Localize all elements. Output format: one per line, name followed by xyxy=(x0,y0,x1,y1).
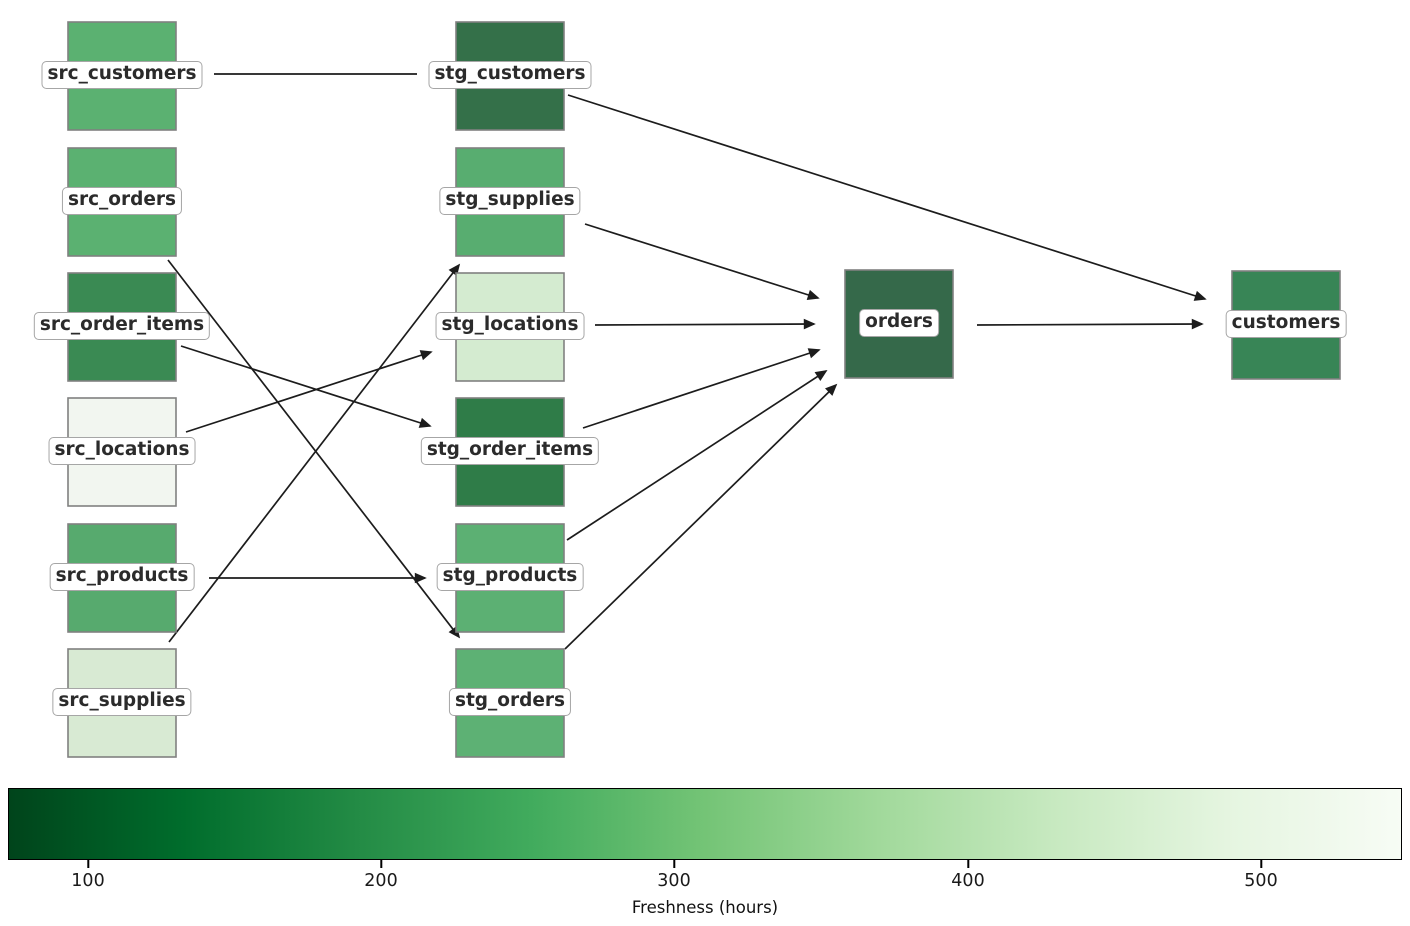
tick-label: 300 xyxy=(657,871,691,891)
node-label-stg_locations: stg_locations xyxy=(435,312,585,340)
node-label-stg_customers: stg_customers xyxy=(428,61,592,89)
node-label-orders: orders xyxy=(859,309,939,337)
tick-mark xyxy=(673,860,675,868)
tick-mark xyxy=(967,860,969,868)
node-label-src_orders: src_orders xyxy=(61,187,183,215)
colorbar-tick-200: 200 xyxy=(364,860,398,891)
edge-src_orders-to-stg_orders xyxy=(167,259,461,639)
edge-stg_products-to-orders xyxy=(566,370,828,541)
nodes-layer xyxy=(67,21,1341,758)
tick-label: 200 xyxy=(364,871,398,891)
node-label-src_order_items: src_order_items xyxy=(33,312,211,340)
edge-stg_locations-to-orders xyxy=(594,318,816,330)
tick-label: 400 xyxy=(951,871,985,891)
colorbar-tick-400: 400 xyxy=(951,860,985,891)
edge-src_order_items-to-stg_order_items xyxy=(180,345,432,428)
tick-mark xyxy=(380,860,382,868)
node-label-src_locations: src_locations xyxy=(48,437,196,465)
node-label-stg_orders: stg_orders xyxy=(448,688,572,716)
colorbar-tick-300: 300 xyxy=(657,860,691,891)
colorbar-tick-500: 500 xyxy=(1244,860,1278,891)
node-label-stg_products: stg_products xyxy=(436,563,584,591)
colorbar-gradient xyxy=(8,788,1402,860)
node-label-src_customers: src_customers xyxy=(41,61,203,89)
node-label-src_products: src_products xyxy=(49,563,195,591)
colorbar-axis-label: Freshness (hours) xyxy=(631,898,779,917)
colorbar-tick-100: 100 xyxy=(71,860,105,891)
edge-stg_customers-to-customers xyxy=(567,94,1207,301)
edge-stg_orders-to-orders xyxy=(564,383,838,650)
edge-stg_order_items-to-orders xyxy=(582,348,821,429)
node-label-stg_supplies: stg_supplies xyxy=(439,187,581,215)
tick-label: 500 xyxy=(1244,871,1278,891)
node-label-customers: customers xyxy=(1225,310,1347,338)
tick-mark xyxy=(87,860,89,868)
node-label-stg_order_items: stg_order_items xyxy=(420,437,600,465)
edge-src_locations-to-stg_locations xyxy=(185,350,433,433)
tick-label: 100 xyxy=(71,871,105,891)
edges-layer xyxy=(167,73,1207,650)
edge-stg_supplies-to-orders xyxy=(584,223,820,300)
node-label-src_supplies: src_supplies xyxy=(52,688,192,716)
edge-orders-to-customers xyxy=(976,318,1204,330)
edge-src_supplies-to-stg_supplies xyxy=(168,263,461,643)
tick-mark xyxy=(1260,860,1262,868)
